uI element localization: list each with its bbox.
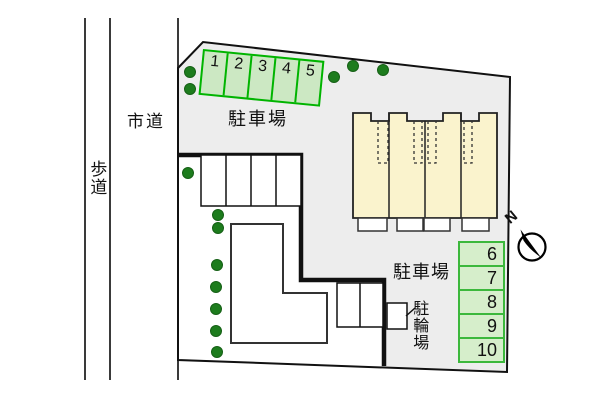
parking-lot-label-right: 駐車場 xyxy=(393,262,450,282)
bicycle-leader-line xyxy=(405,307,416,317)
tree-dot xyxy=(210,281,222,293)
tree-dot xyxy=(184,66,196,78)
entry-dashed-outline xyxy=(427,121,437,164)
tree-dot xyxy=(212,222,224,234)
entrance-step xyxy=(423,217,451,232)
tree-dot xyxy=(211,259,223,271)
tree-dots xyxy=(182,60,389,358)
compass-icon xyxy=(517,229,547,262)
entrance-step xyxy=(357,217,388,232)
entry-dashed-outline xyxy=(463,121,473,164)
parking-column-right: 6 7 8 9 10 xyxy=(458,241,505,363)
tree-dot xyxy=(210,303,222,315)
parking-space-6: 6 xyxy=(460,243,503,267)
tree-dot xyxy=(212,209,224,221)
tree-dot xyxy=(328,71,340,83)
city-road-label: 市道 xyxy=(127,112,165,131)
tree-dot xyxy=(377,64,389,76)
parking-lot-label-top: 駐車場 xyxy=(228,109,288,129)
tree-dot xyxy=(182,167,194,179)
sidewalk-label: 歩道 xyxy=(87,160,107,196)
tree-dot xyxy=(347,60,359,72)
parking-space-8: 8 xyxy=(460,291,503,315)
tree-dot xyxy=(184,83,196,95)
bicycle-parking-label: 駐輪場 xyxy=(410,300,428,351)
entry-dashed-outline xyxy=(377,121,389,164)
parking-space-9: 9 xyxy=(460,315,503,339)
parking-space-10: 10 xyxy=(476,339,497,360)
parking-space-7: 7 xyxy=(460,267,503,291)
parking-space-5: 5 xyxy=(305,62,316,80)
entrance-step xyxy=(461,217,490,232)
tree-dot xyxy=(211,346,223,358)
north-arrow-icon xyxy=(520,229,541,258)
l-building-footprint xyxy=(230,223,328,344)
bicycle-parking-area xyxy=(386,302,408,330)
entry-dashed-outline xyxy=(413,121,423,164)
tree-dot xyxy=(210,325,222,337)
entrance-step xyxy=(396,217,424,232)
site-boundary xyxy=(177,40,512,374)
